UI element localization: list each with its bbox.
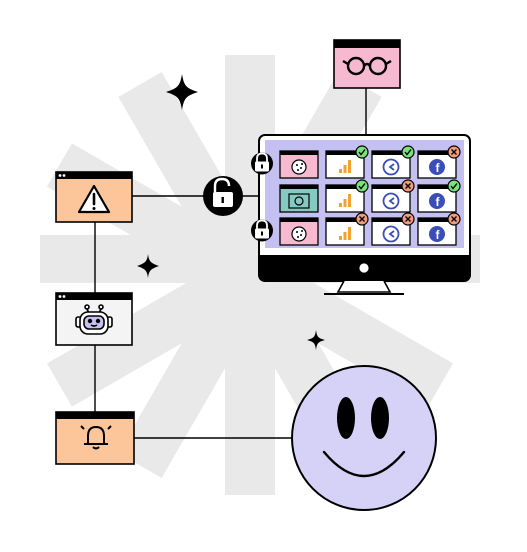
check-badge-icon xyxy=(401,145,415,159)
monitor-tile xyxy=(325,179,369,213)
facebook-icon: f xyxy=(429,193,445,209)
connector-lines xyxy=(94,88,367,439)
warning-window xyxy=(55,171,133,223)
cross-badge-icon xyxy=(355,212,369,226)
facebook-letter: f xyxy=(436,161,441,175)
facebook-letter: f xyxy=(436,228,441,242)
tile-grid: f f f xyxy=(251,145,461,246)
facebook-letter: f xyxy=(436,195,441,209)
cookie-icon xyxy=(291,159,307,175)
warning-icon xyxy=(77,184,111,214)
monitor-tile xyxy=(371,179,415,213)
blocked-target-icon xyxy=(288,193,310,209)
monitor-tile xyxy=(279,184,319,213)
facebook-icon: f xyxy=(429,159,445,175)
monitor-tile: f xyxy=(417,179,461,213)
sparkle-icon xyxy=(307,330,325,350)
robot-window xyxy=(55,292,133,346)
cross-badge-icon xyxy=(447,145,461,159)
monitor-tile xyxy=(371,145,415,179)
sparkles xyxy=(137,74,325,350)
partner-c-icon xyxy=(382,158,400,176)
check-badge-icon xyxy=(355,145,369,159)
monitor: f f f xyxy=(251,134,471,295)
cross-badge-icon xyxy=(401,179,415,193)
monitor-tile xyxy=(371,212,415,246)
monitor-tile: f xyxy=(417,145,461,179)
bell-window xyxy=(55,411,135,465)
analytics-bars-icon xyxy=(339,227,351,240)
analytics-bars-icon xyxy=(339,194,351,207)
monitor-tile xyxy=(325,145,369,179)
closed-lock-icon xyxy=(251,219,273,242)
partner-c-icon xyxy=(382,225,400,243)
bell-icon xyxy=(80,425,112,450)
glasses-window xyxy=(333,39,401,89)
cross-badge-icon xyxy=(401,212,415,226)
monitor-tile: f xyxy=(417,212,461,246)
open-lock-icon xyxy=(203,176,243,216)
cross-badge-icon xyxy=(447,212,461,226)
analytics-bars-icon xyxy=(339,160,351,173)
facebook-icon: f xyxy=(429,226,445,242)
robot-icon xyxy=(75,304,113,335)
check-badge-icon xyxy=(355,179,369,193)
sparkle-icon xyxy=(137,254,159,278)
glasses-icon xyxy=(342,56,392,76)
check-badge-icon xyxy=(447,179,461,193)
monitor-tile xyxy=(279,217,319,246)
sparkle-icon xyxy=(166,74,198,110)
partner-c-icon xyxy=(382,192,400,210)
monitor-tile xyxy=(279,150,319,179)
cookie-icon xyxy=(291,226,307,242)
closed-lock-icon xyxy=(251,152,273,175)
monitor-tile xyxy=(325,212,369,246)
smiley-face xyxy=(291,365,437,511)
